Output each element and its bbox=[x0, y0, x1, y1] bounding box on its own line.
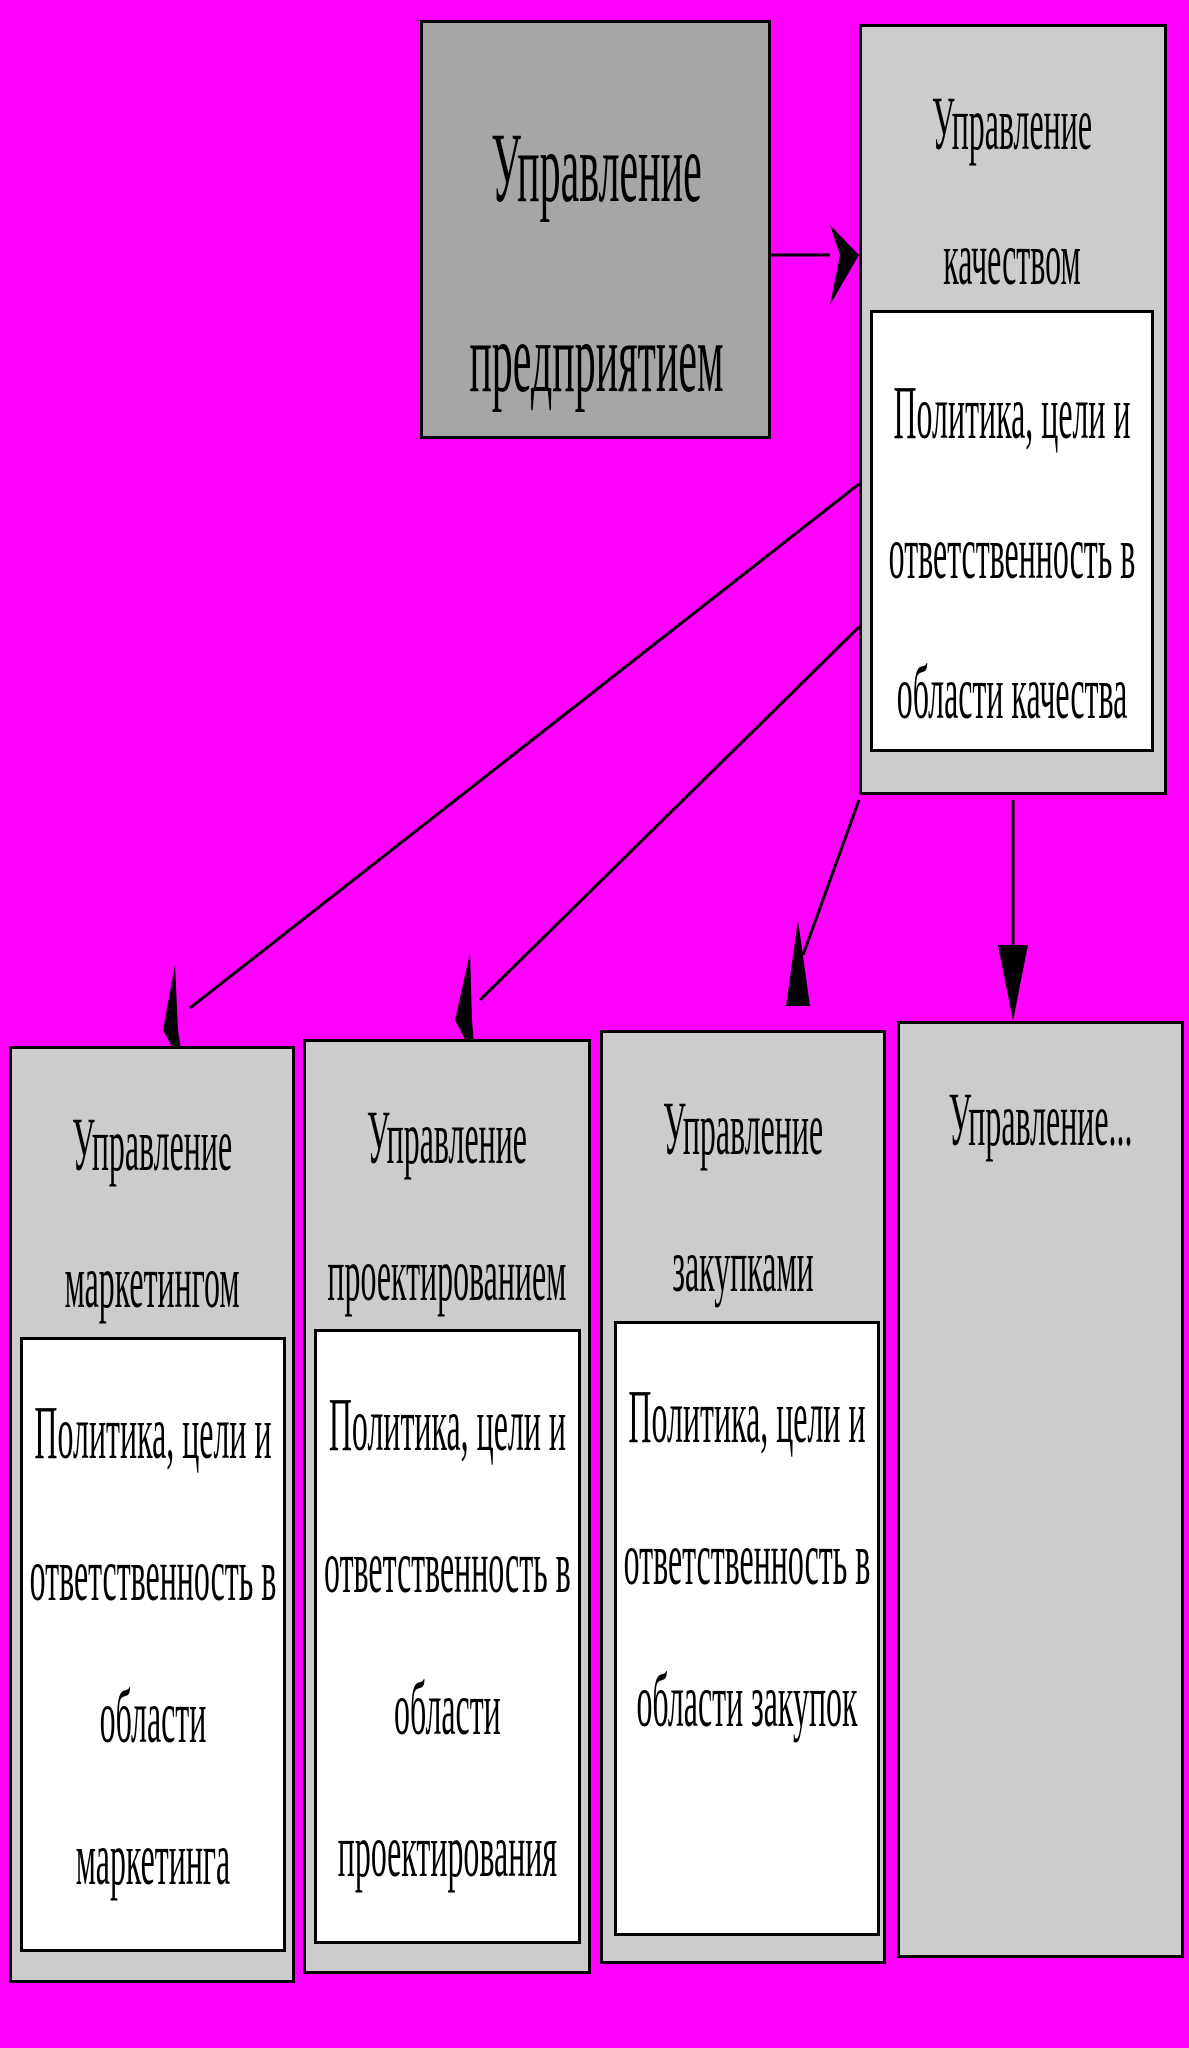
policy-text-line: области качества bbox=[896, 651, 1128, 735]
arrow-quality-to-design bbox=[478, 625, 861, 1002]
policy-text-line: ответственность в bbox=[324, 1525, 571, 1609]
box-title-line: Управление bbox=[491, 112, 702, 223]
arrowhead-icon bbox=[455, 953, 475, 1058]
quality-policy-box: Политика, цели и ответственность в облас… bbox=[870, 310, 1154, 752]
design-management-box: Управление проектированием Политика, цел… bbox=[303, 1039, 591, 1974]
policy-text-line: Политика, цели и bbox=[328, 1383, 566, 1467]
marketing-policy-box: Политика, цели и ответственность в облас… bbox=[20, 1337, 286, 1952]
arrowhead-icon bbox=[998, 945, 1028, 1021]
box-title-line: предприятием bbox=[469, 302, 724, 413]
purchasing-management-box: Управление закупками Политика, цели и от… bbox=[600, 1030, 886, 1964]
policy-text-line: области закупок bbox=[636, 1659, 858, 1743]
box-title-line: маркетингом bbox=[64, 1240, 240, 1324]
marketing-management-box: Управление маркетингом Политика, цели и … bbox=[9, 1046, 295, 1983]
policy-text-line: ответственность в bbox=[623, 1517, 871, 1601]
box-title-line: закупками bbox=[672, 1224, 814, 1308]
policy-text-line: Политика, цели и bbox=[893, 371, 1131, 455]
arrowhead-icon bbox=[163, 965, 184, 1068]
policy-text-line: области bbox=[99, 1675, 207, 1759]
arrowhead-icon bbox=[786, 920, 810, 1006]
arrow-quality-to-marketing bbox=[189, 482, 860, 1010]
policy-text-line: проектирования bbox=[337, 1809, 558, 1893]
design-policy-box: Политика, цели и ответственность в облас… bbox=[314, 1329, 581, 1944]
box-title-line: Управление bbox=[931, 82, 1092, 166]
policy-text-line: Политика, цели и bbox=[34, 1391, 272, 1475]
box-title-line: качеством bbox=[943, 217, 1081, 301]
policy-text-line: Политика, цели и bbox=[628, 1375, 866, 1459]
box-title-line: Управление bbox=[663, 1087, 824, 1171]
policy-text-line: ответственность в bbox=[29, 1533, 277, 1617]
arrowhead-icon bbox=[830, 225, 859, 305]
arrow-quality-to-purchasing bbox=[801, 799, 861, 956]
purchasing-policy-box: Политика, цели и ответственность в облас… bbox=[614, 1321, 880, 1936]
box-title-line: Управление bbox=[366, 1096, 527, 1180]
box-title-line: Управление... bbox=[948, 1078, 1133, 1162]
box-title-line: Управление bbox=[72, 1103, 233, 1187]
quality-management-box: Управление качеством Политика, цели и от… bbox=[859, 24, 1167, 795]
policy-text-line: области bbox=[394, 1667, 501, 1751]
box-title-line: проектированием bbox=[327, 1233, 567, 1317]
enterprise-management-box: Управление предприятием bbox=[420, 20, 771, 439]
policy-text-line: маркетинга bbox=[75, 1817, 231, 1901]
policy-text-line: ответственность в bbox=[888, 511, 1136, 595]
other-management-box: Управление... bbox=[897, 1021, 1184, 1958]
